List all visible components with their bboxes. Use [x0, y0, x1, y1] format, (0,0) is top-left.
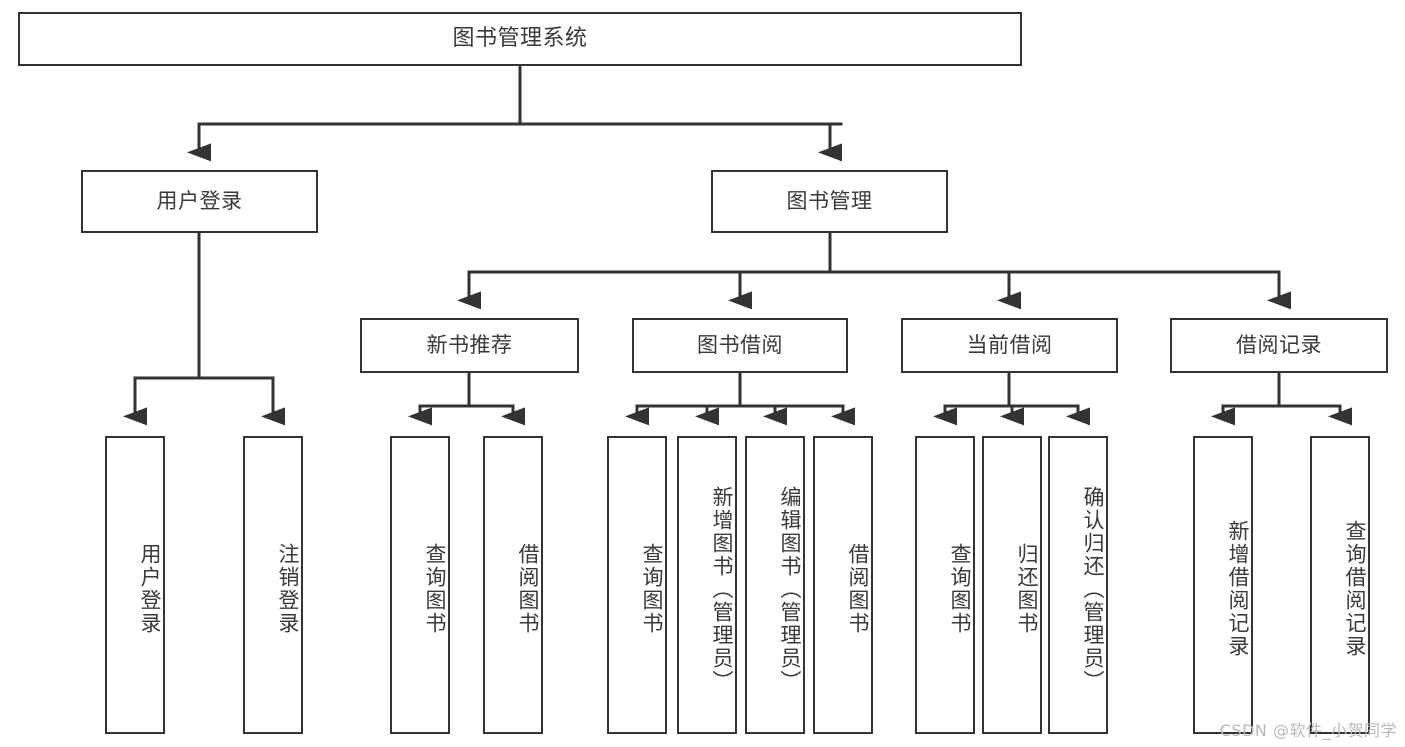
node-borrowing-record[interactable]: 借阅记录	[1170, 318, 1388, 373]
leaf-book-borrow-edit-book-admin[interactable]: 编辑图书（管理员）	[745, 436, 805, 734]
leaf-user-login-login[interactable]: 用户登录	[105, 436, 165, 734]
node-book-borrowing[interactable]: 图书借阅	[632, 318, 848, 373]
leaf-label: 查询借阅记录	[1343, 520, 1367, 658]
leaf-label: 借阅图书	[516, 543, 540, 635]
leaf-label: 编辑图书（管理员）	[778, 485, 802, 693]
node-root-book-management-system[interactable]: 图书管理系统	[18, 12, 1022, 66]
node-user-login[interactable]: 用户登录	[81, 170, 318, 233]
leaf-current-borrow-return-books[interactable]: 归还图书	[982, 436, 1042, 734]
leaf-label: 查询图书	[423, 543, 447, 635]
leaf-current-borrow-confirm-return-admin[interactable]: 确认归还（管理员）	[1048, 436, 1108, 734]
leaf-new-book-query-books[interactable]: 查询图书	[390, 436, 450, 734]
leaf-current-borrow-query-books[interactable]: 查询图书	[915, 436, 975, 734]
leaf-label: 确认归还（管理员）	[1081, 485, 1105, 693]
leaf-label: 查询图书	[640, 543, 664, 635]
node-new-book-recommendation[interactable]: 新书推荐	[360, 318, 579, 373]
leaf-book-borrow-query-books[interactable]: 查询图书	[607, 436, 667, 734]
leaf-borrow-record-query-record[interactable]: 查询借阅记录	[1310, 436, 1370, 734]
leaf-user-login-logout[interactable]: 注销登录	[243, 436, 303, 734]
csdn-watermark: CSDN @软件_小贺同学	[1219, 721, 1397, 740]
node-current-borrowing[interactable]: 当前借阅	[901, 318, 1118, 373]
leaf-label: 注销登录	[276, 543, 300, 635]
leaf-new-book-borrow-books[interactable]: 借阅图书	[483, 436, 543, 734]
leaf-label: 新增图书（管理员）	[710, 485, 734, 693]
leaf-book-borrow-borrow-books[interactable]: 借阅图书	[813, 436, 873, 734]
leaf-label: 借阅图书	[846, 543, 870, 635]
leaf-book-borrow-add-book-admin[interactable]: 新增图书（管理员）	[677, 436, 737, 734]
leaf-label: 查询图书	[948, 543, 972, 635]
leaf-label: 归还图书	[1015, 543, 1039, 635]
node-book-management[interactable]: 图书管理	[711, 170, 948, 233]
leaf-label: 新增借阅记录	[1226, 520, 1250, 658]
leaf-borrow-record-add-record[interactable]: 新增借阅记录	[1193, 436, 1253, 734]
leaf-label: 用户登录	[138, 543, 162, 635]
